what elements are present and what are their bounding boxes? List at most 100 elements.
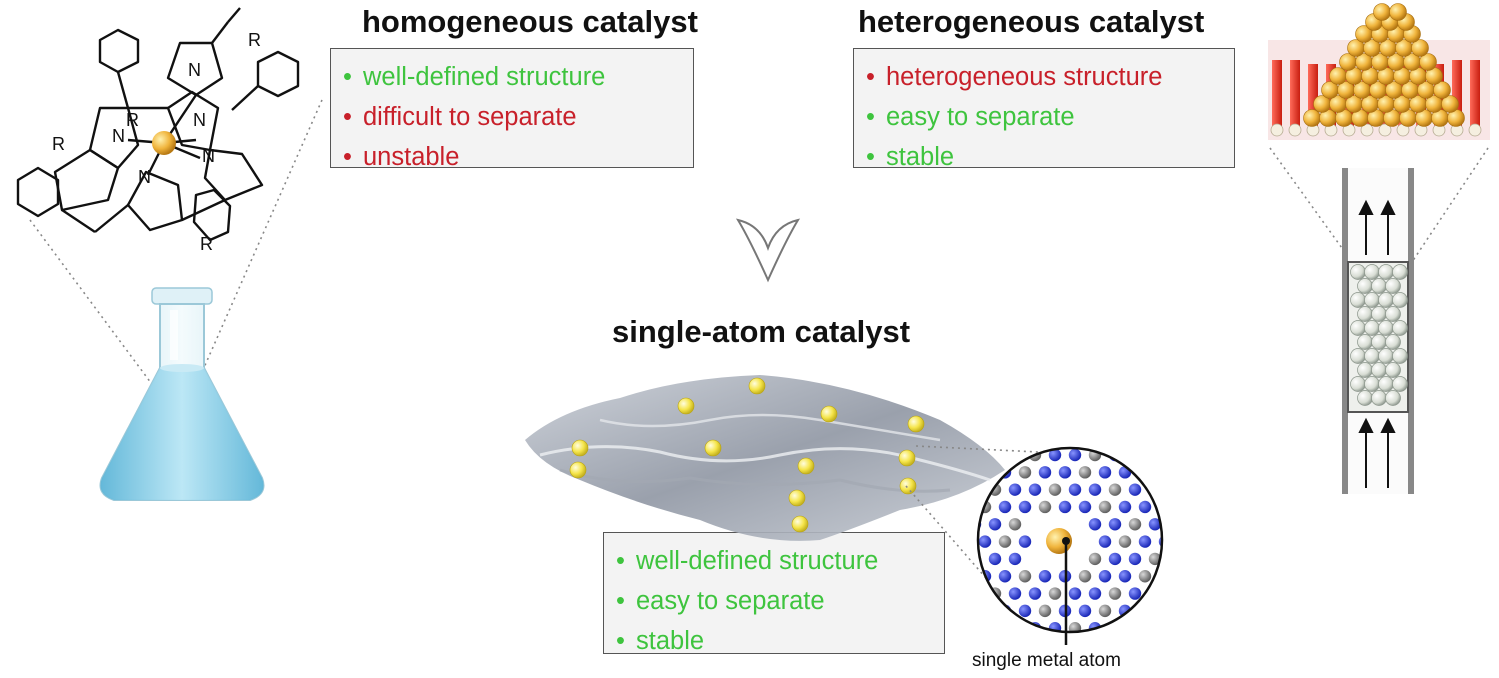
atom-label-r: R: [248, 30, 261, 50]
catalyst-pellet: [1364, 264, 1380, 280]
nitrogen-atom: [1159, 639, 1171, 651]
single-atom-site: [571, 439, 589, 457]
nitrogen-atom: [1028, 587, 1042, 600]
catalyst-pellet: [1378, 376, 1394, 392]
nitrogen-atom: [1038, 570, 1052, 583]
nitrogen-atom: [1008, 483, 1022, 496]
nitrogen-atom: [1088, 587, 1102, 600]
carbon-atom: [1199, 466, 1211, 478]
property-item: easy to separate: [616, 581, 932, 621]
nitrogen-atom: [1128, 483, 1142, 496]
catalyst-pellet: [1357, 390, 1373, 406]
nitrogen-atom: [1189, 587, 1201, 599]
catalyst-pellet: [1364, 348, 1380, 364]
single-atom-site: [704, 439, 722, 457]
nitrogen-atom: [1148, 622, 1162, 632]
single-metal-atom-label: single metal atom: [972, 650, 1121, 671]
nitrogen-atom: [1068, 483, 1082, 496]
homogeneous-properties-box: well-defined structuredifficult to separ…: [330, 48, 694, 171]
nitrogen-atom: [1118, 570, 1132, 583]
heterogeneous-title: heterogeneous catalyst: [858, 4, 1205, 39]
single-atom-site: [788, 489, 806, 507]
property-item: stable: [616, 621, 932, 661]
gold-atom: [1389, 3, 1407, 21]
gold-atom: [1441, 95, 1459, 113]
catalyst-pellet: [1385, 334, 1401, 350]
catalyst-pellet: [1364, 292, 1380, 308]
property-item: well-defined structure: [616, 541, 932, 581]
nitrogen-atom: [1098, 466, 1112, 479]
single-atom-site: [569, 461, 587, 479]
carbon-atom: [1018, 570, 1032, 583]
single-atom-properties-list: well-defined structureeasy to separatest…: [616, 541, 932, 661]
gold-atom: [1303, 109, 1321, 127]
property-item: heterogeneous structure: [866, 57, 1222, 97]
nitrogen-atom: [978, 587, 982, 600]
catalyst-pellet: [1350, 292, 1366, 308]
catalyst-pellet: [1385, 278, 1401, 294]
nitrogen-atom: [1118, 500, 1132, 514]
nitrogen-atom: [978, 535, 992, 548]
nitrogen-atom: [1199, 535, 1211, 547]
nitrogen-atom: [988, 518, 1002, 531]
carbon-atom: [1118, 535, 1132, 548]
heterogeneous-properties-box: heterogeneous structureeasy to separates…: [853, 48, 1235, 171]
nitrogen-atom: [1128, 448, 1142, 462]
nitrogen-atom: [1068, 587, 1082, 600]
catalyst-pellet: [1357, 306, 1373, 322]
catalyst-pellet: [1378, 348, 1394, 364]
gold-atom: [1433, 81, 1451, 99]
nitrogen-atom: [1189, 483, 1201, 495]
catalyst-pellet: [1378, 264, 1394, 280]
nitrogen-atom: [988, 622, 1002, 632]
single-atom-site: [899, 477, 917, 495]
nitrogen-atom: [1169, 518, 1181, 530]
nitrogen-atom: [1088, 483, 1102, 496]
nitrogen-atom: [1008, 587, 1022, 600]
catalyst-pellet: [1385, 306, 1401, 322]
carbon-atom: [1038, 604, 1052, 618]
property-item: easy to separate: [866, 97, 1222, 137]
catalyst-pellet: [1350, 348, 1366, 364]
single-atom-title: single-atom catalyst: [612, 314, 911, 349]
carbon-atom: [1189, 622, 1201, 634]
nitrogen-atom: [1179, 501, 1191, 513]
nitrogen-atom: [1169, 622, 1181, 634]
carbon-atom: [1038, 500, 1052, 514]
carbon-atom: [1078, 466, 1092, 479]
carbon-atom: [1048, 483, 1062, 496]
catalyst-pellet: [1350, 320, 1366, 336]
single-atom-site: [791, 515, 809, 533]
carbon-atom: [1179, 535, 1191, 547]
nitrogen-atom: [1189, 553, 1201, 565]
atom-label-n: N: [193, 110, 206, 130]
catalyst-pellet: [1378, 292, 1394, 308]
catalyst-pellet: [1371, 278, 1387, 294]
atom-label-n: N: [112, 126, 125, 146]
catalyst-pellet: [1357, 278, 1373, 294]
carbon-atom: [1138, 570, 1152, 583]
catalyst-pellet: [1364, 320, 1380, 336]
nitrogen-atom: [1038, 466, 1052, 479]
atom-label-r: R: [126, 110, 139, 130]
catalyst-pellet: [1385, 362, 1401, 378]
catalyst-pellet: [1350, 264, 1366, 280]
metal-center-atom: [152, 131, 176, 155]
carbon-atom: [1088, 552, 1102, 566]
nitrogen-atom: [1139, 639, 1151, 651]
catalyst-pellet: [1371, 390, 1387, 406]
atom-label-n: N: [188, 60, 201, 80]
nitrogen-atom: [1158, 466, 1162, 479]
single-atom-site: [907, 415, 925, 433]
catalyst-pellet: [1392, 292, 1408, 308]
homogeneous-title: homogeneous catalyst: [362, 4, 698, 39]
nitrogen-atom: [988, 552, 1002, 566]
carbon-atom: [1098, 604, 1112, 618]
nitrogen-atom: [1098, 570, 1112, 583]
nitrogen-atom: [1028, 483, 1042, 496]
gold-cluster: [1303, 3, 1465, 127]
nitrogen-atom: [978, 622, 982, 632]
catalyst-pellet: [1371, 334, 1387, 350]
catalyst-pellet: [1385, 390, 1401, 406]
